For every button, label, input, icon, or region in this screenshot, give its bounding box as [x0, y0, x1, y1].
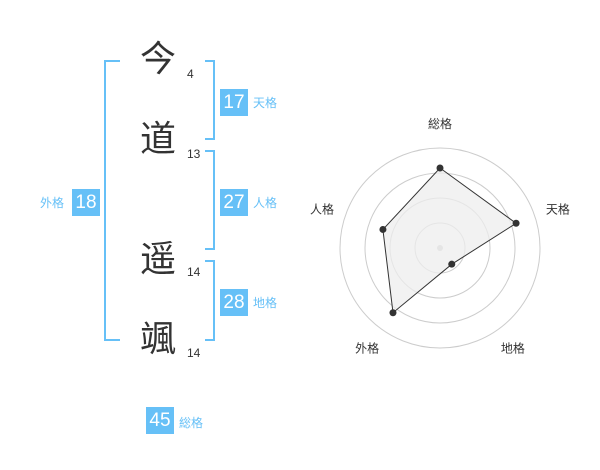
soukaku-label: 総格 [179, 416, 204, 430]
radar-axis-label-1: 総格 [428, 116, 452, 131]
radar-point-1 [436, 164, 444, 172]
radar-grid-ring-4 [339, 147, 541, 349]
gaikaku-label: 外格 [40, 196, 65, 210]
chikaku-label: 地格 [253, 296, 278, 310]
soukaku-value-badge: 45 [146, 407, 174, 434]
gaikaku-bracket [104, 60, 120, 341]
jinkaku-value-badge: 27 [220, 189, 248, 216]
tenkaku-bracket [205, 60, 215, 140]
stroke-count-3: 14 [187, 265, 201, 279]
tenkaku-value-badge: 17 [220, 89, 248, 116]
radar-axis-label-3: 地格 [501, 340, 525, 355]
radar-point-3 [448, 260, 456, 268]
chikaku-bracket [205, 260, 215, 341]
radar-axis-label-4: 外格 [355, 340, 379, 355]
radar-point-2 [512, 219, 520, 227]
radar-axis-label-5: 人格 [310, 202, 334, 217]
radar-point-4 [389, 309, 397, 317]
stroke-count-1: 4 [187, 67, 194, 81]
jinkaku-bracket [205, 150, 215, 250]
name-char-4: 颯 [139, 319, 176, 360]
name-char-3: 遥 [139, 239, 176, 280]
chikaku-value-badge: 28 [220, 289, 248, 316]
stroke-count-2: 13 [187, 147, 201, 161]
jinkaku-label: 人格 [253, 196, 278, 210]
radar-series-polygon [382, 167, 517, 314]
tenkaku-label: 天格 [253, 96, 278, 110]
name-char-1: 今 [139, 39, 176, 80]
name-char-2: 道 [139, 119, 176, 160]
stroke-count-4: 14 [187, 346, 201, 360]
radar-point-5 [379, 225, 387, 233]
radar-axis-label-2: 天格 [546, 202, 570, 217]
gaikaku-value-badge: 18 [72, 189, 100, 216]
